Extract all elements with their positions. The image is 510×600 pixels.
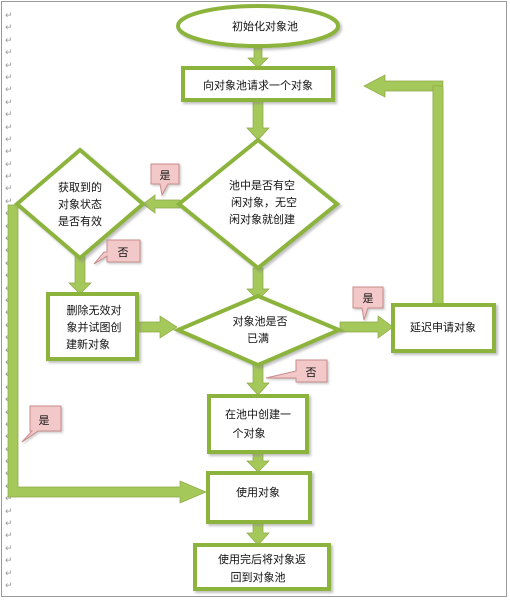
arrow-valid-yes-to-use [7, 204, 207, 504]
paragraph-mark: ↵ [5, 568, 13, 579]
node-return: 使用完后将对象返 回到对象池 [193, 543, 331, 591]
node-delay: 延迟申请对象 [391, 303, 496, 353]
node-check-full: 对象池是否 已满 [172, 293, 345, 368]
paragraph-mark: ↵ [5, 196, 13, 207]
paragraph-mark: ↵ [5, 85, 13, 96]
node-start: 初始化对象池 [176, 4, 340, 48]
tag-yes-full-label: 是 [363, 292, 374, 305]
paragraph-mark: ↵ [5, 556, 13, 567]
paragraph-mark: ↵ [5, 48, 13, 59]
arrow-start-to-request [247, 47, 269, 69]
node-delete-line2: 象并试图创 [67, 320, 122, 334]
node-create-line2: 个对象 [233, 426, 266, 440]
node-check-free-line3: 闲对象就创建 [229, 212, 295, 226]
paragraph-mark: ↵ [5, 97, 13, 108]
arrow-delay-to-request [363, 74, 444, 306]
tag-yes-valid-label: 是 [39, 414, 50, 427]
paragraph-mark: ↵ [5, 172, 13, 183]
node-create-line1: 在池中创建一 [225, 407, 291, 421]
arrow-check-free-to-check-full [246, 267, 270, 301]
node-delete-line3: 建新对象 [66, 337, 110, 351]
node-check-valid-line2: 对象状态 [58, 197, 102, 211]
tag-no-valid-label: 否 [118, 246, 129, 259]
tag-yes-free-label: 是 [160, 169, 171, 182]
node-check-valid: 获取到的 对象状态 是否有效 [13, 147, 147, 261]
node-check-valid-line1: 获取到的 [58, 180, 102, 194]
paragraph-mark: ↵ [5, 110, 13, 121]
arrow-check-free-to-check-valid [142, 194, 181, 214]
node-return-line2: 回到对象池 [231, 570, 286, 584]
arrow-delay-up-line [432, 85, 444, 306]
node-delay-label: 延迟申请对象 [410, 320, 476, 334]
connectors [7, 47, 444, 546]
node-start-label: 初始化对象池 [232, 19, 298, 33]
node-return-line1: 使用完后将对象返 [218, 552, 306, 566]
paragraph-mark: ↵ [5, 147, 13, 158]
node-check-free-line2: 闲对象，无空 [231, 195, 297, 209]
node-delete-line1: 删除无效对 [67, 303, 122, 317]
paragraph-mark: ↵ [5, 519, 13, 530]
paragraph-mark: ↵ [5, 11, 13, 21]
paragraph-mark: ↵ [5, 531, 13, 542]
node-use-label: 使用对象 [236, 485, 280, 499]
paragraph-mark: ↵ [5, 494, 13, 505]
paragraph-mark: ↵ [5, 122, 13, 133]
node-use: 使用对象 [206, 471, 312, 524]
paragraph-mark: ↵ [5, 184, 13, 195]
arrow-check-full-to-create [246, 364, 270, 396]
paragraph-mark: ↵ [5, 159, 13, 170]
node-check-free-line1: 池中是否有空 [229, 178, 295, 192]
arrow-delete-to-check-full [136, 315, 178, 339]
paragraph-mark: ↵ [5, 35, 13, 46]
paragraph-mark: ↵ [5, 134, 13, 145]
node-check-free: 池中是否有空 闲对象，无空 闲对象就创建 [175, 137, 341, 271]
tag-no-full: 否 [265, 359, 328, 383]
tag-no-valid: 否 [93, 239, 141, 265]
arrow-request-to-check-free [246, 99, 270, 141]
node-request-label: 向对象池请求一个对象 [203, 78, 313, 92]
node-check-valid-line3: 是否有效 [58, 214, 102, 228]
node-delete-invalid: 删除无效对 象并试图创 建新对象 [46, 292, 139, 361]
tag-yes-free: 是 [150, 163, 180, 197]
arrow-check-full-to-delay [339, 315, 394, 339]
paragraph-mark: ↵ [5, 60, 13, 71]
paragraph-mark: ↵ [5, 506, 13, 517]
node-check-full-line1: 对象池是否 [233, 314, 288, 328]
paragraph-mark: ↵ [5, 580, 13, 591]
tag-yes-full: 是 [352, 286, 384, 321]
arrow-use-to-return [246, 521, 270, 546]
tag-yes-valid: 是 [21, 405, 62, 443]
tag-no-full-label: 否 [306, 366, 317, 379]
paragraph-mark: ↵ [5, 23, 13, 34]
paragraph-mark: ↵ [5, 72, 13, 83]
node-request: 向对象池请求一个对象 [181, 66, 335, 102]
arrow-create-to-use [246, 451, 270, 473]
paragraph-mark: ↵ [5, 543, 13, 554]
node-check-full-line2: 已满 [247, 332, 269, 345]
node-create: 在池中创建一 个对象 [207, 394, 309, 454]
